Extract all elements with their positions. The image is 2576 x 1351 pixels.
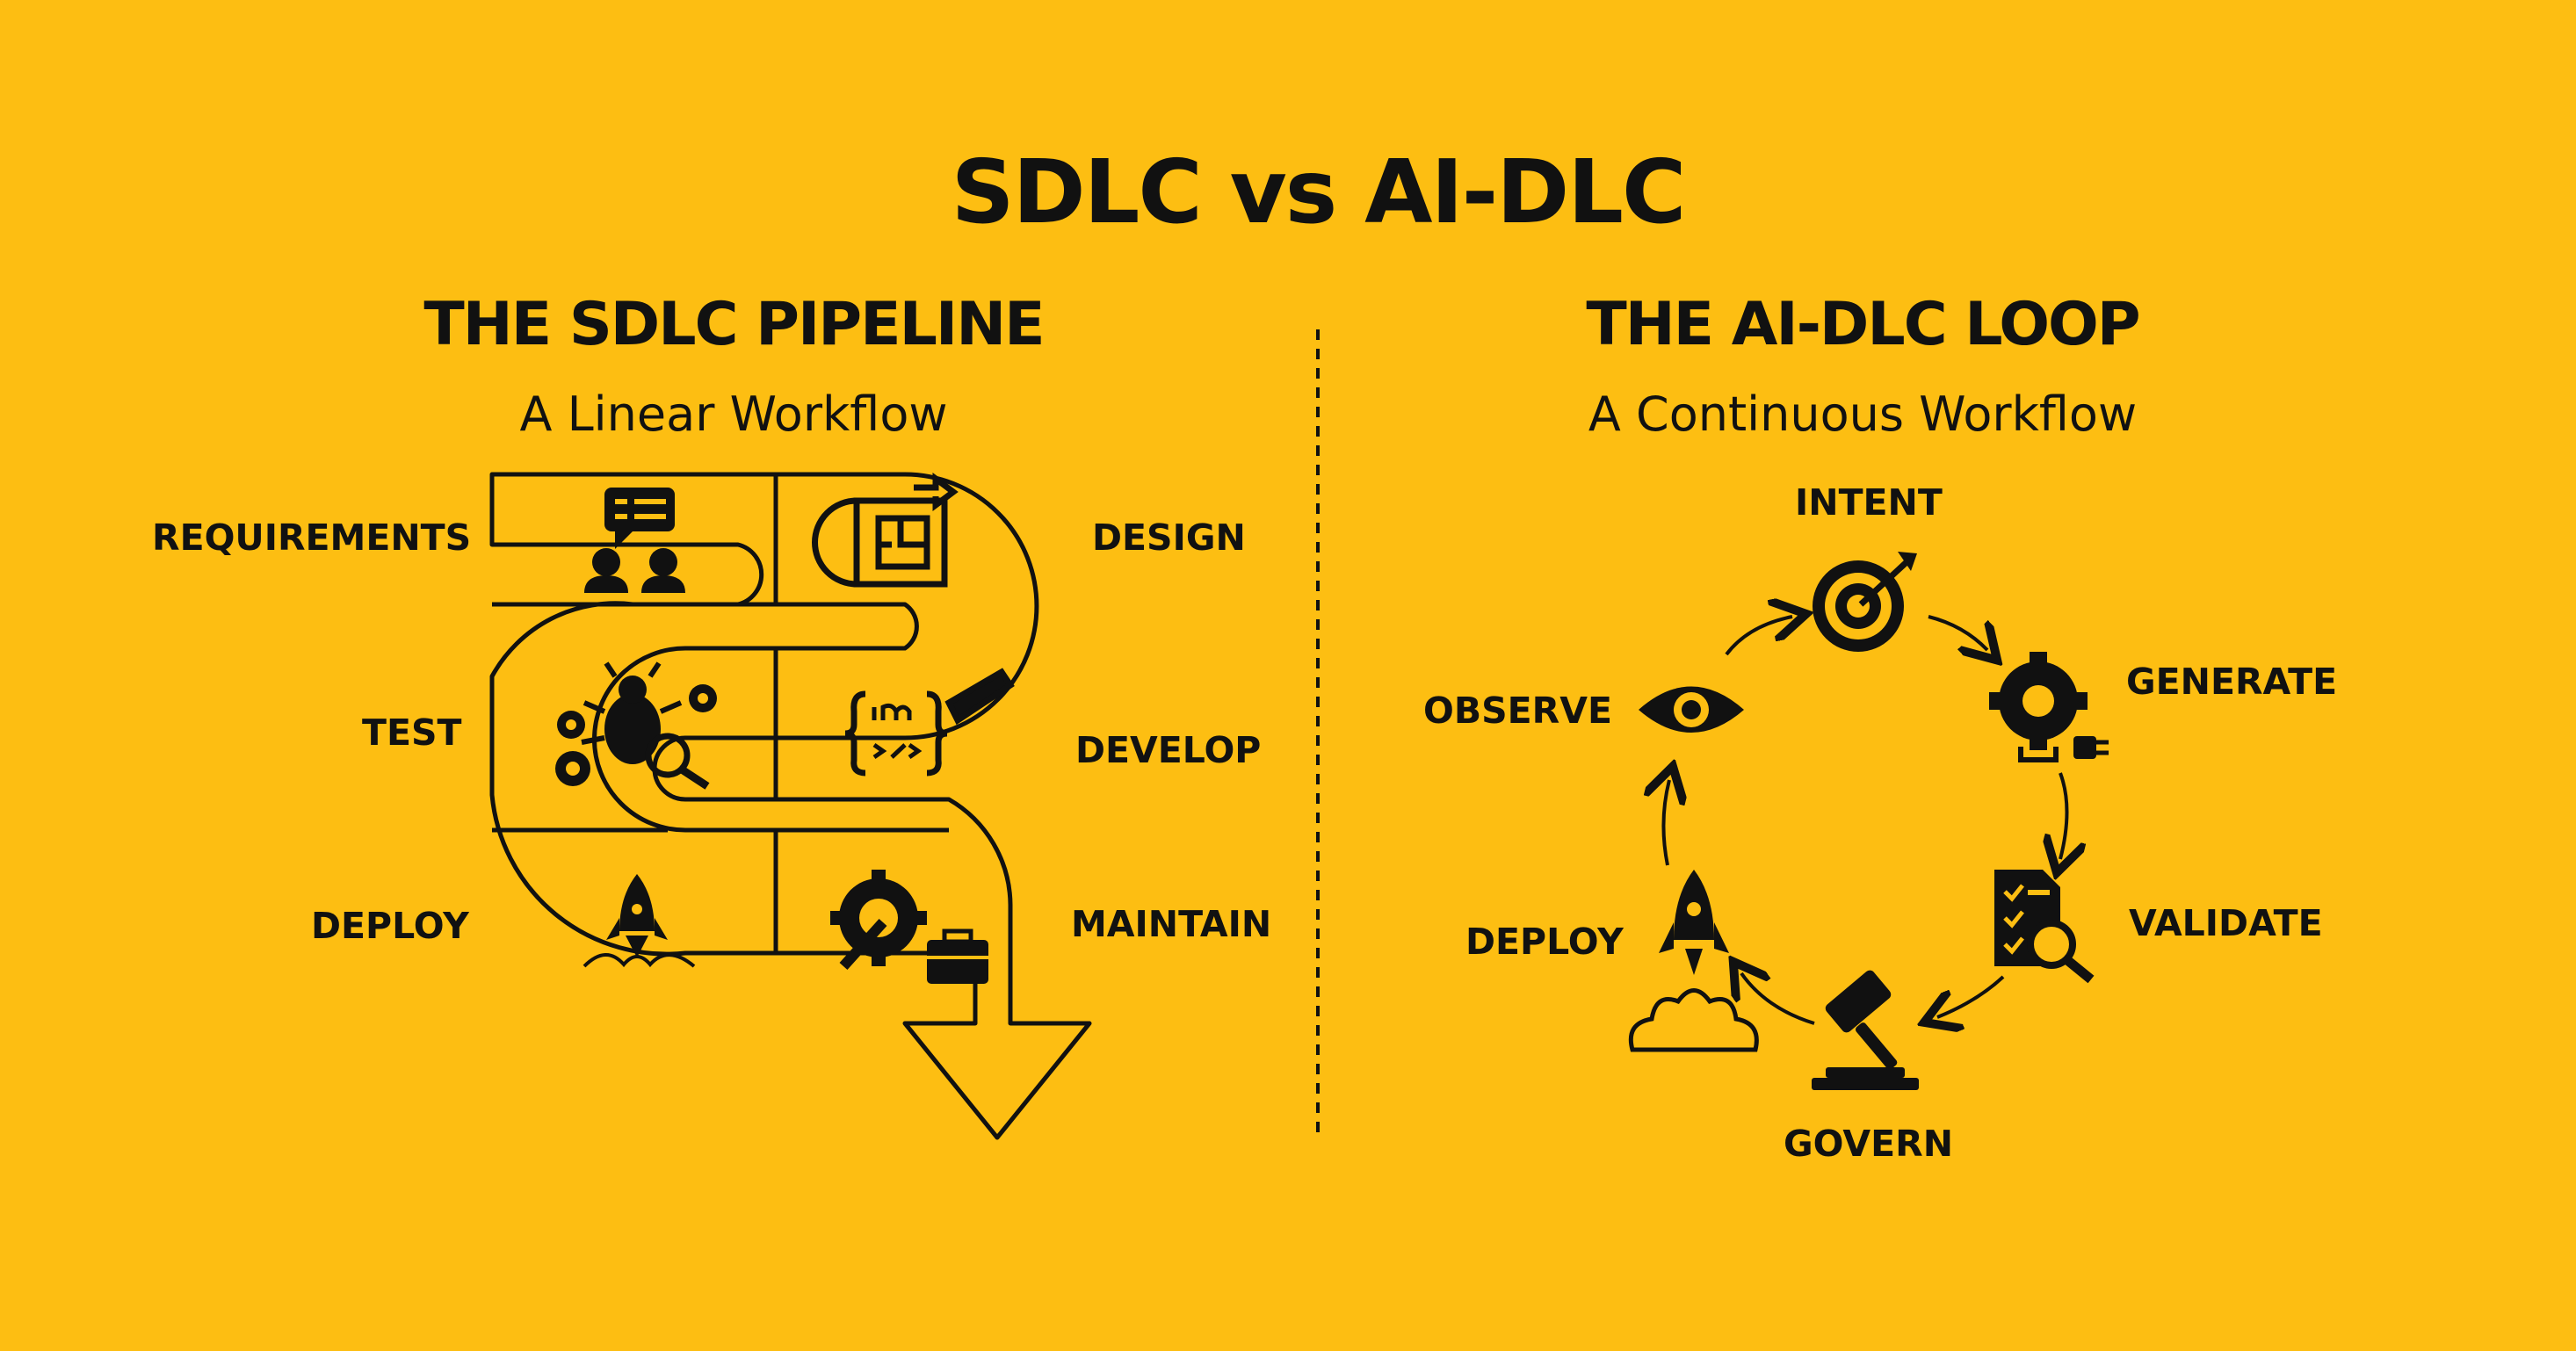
pipeline-inner-line-1 — [492, 602, 949, 833]
loop-deploy-label: DEPLOY — [1465, 921, 1624, 963]
gear-plug-icon — [1989, 652, 2109, 762]
code-pencil-icon — [844, 668, 1015, 777]
stage-test-label: TEST — [362, 712, 462, 754]
stage-design-label: DESIGN — [1092, 517, 1246, 559]
loop-intent-label: INTENT — [1795, 481, 1943, 524]
arrow-deploy-observe — [1663, 780, 1669, 866]
sdlc-heading: THE SDLC PIPELINE — [423, 290, 1045, 359]
loop-arrows — [1663, 617, 2066, 1023]
gavel-icon — [1812, 970, 1919, 1090]
bug-gears-icon — [555, 661, 717, 790]
arrow-generate-validate — [2060, 772, 2067, 859]
aidlc-heading: THE AI-DLC LOOP — [1586, 290, 2140, 359]
stage-deploy-label: DEPLOY — [311, 905, 469, 947]
loop-govern-label: GOVERN — [1784, 1123, 1954, 1165]
loop-validate-label: VALIDATE — [2129, 902, 2323, 944]
target-icon — [1813, 552, 1917, 652]
gear-wrench-toolbox-icon — [830, 870, 988, 984]
arrow-validate-govern — [1937, 975, 2005, 1017]
checklist-magnifier-icon — [1994, 870, 2095, 984]
stage-maintain-label: MAINTAIN — [1071, 903, 1272, 945]
main-title: SDLC vs AI-DLC — [951, 141, 1687, 243]
blueprint-icon — [812, 473, 959, 588]
rocket-launch-icon — [1628, 870, 1759, 1052]
team-chat-icon — [584, 488, 685, 593]
stage-requirements-label: REQUIREMENTS — [152, 517, 472, 559]
loop-observe-label: OBSERVE — [1423, 690, 1612, 732]
rocket-icon — [582, 874, 696, 968]
arrow-govern-deploy — [1741, 973, 1815, 1025]
pipeline-outline — [489, 472, 1092, 1140]
arrow-intent-generate — [1928, 615, 1987, 650]
sdlc-pipeline — [489, 472, 1092, 1140]
aidlc-subtitle: A Continuous Workflow — [1588, 387, 2138, 442]
arrow-observe-intent — [1725, 617, 1792, 656]
stage-develop-label: DEVELOP — [1075, 729, 1262, 771]
loop-generate-label: GENERATE — [2126, 661, 2338, 703]
eye-icon — [1639, 686, 1744, 733]
sdlc-subtitle: A Linear Workflow — [519, 387, 948, 442]
